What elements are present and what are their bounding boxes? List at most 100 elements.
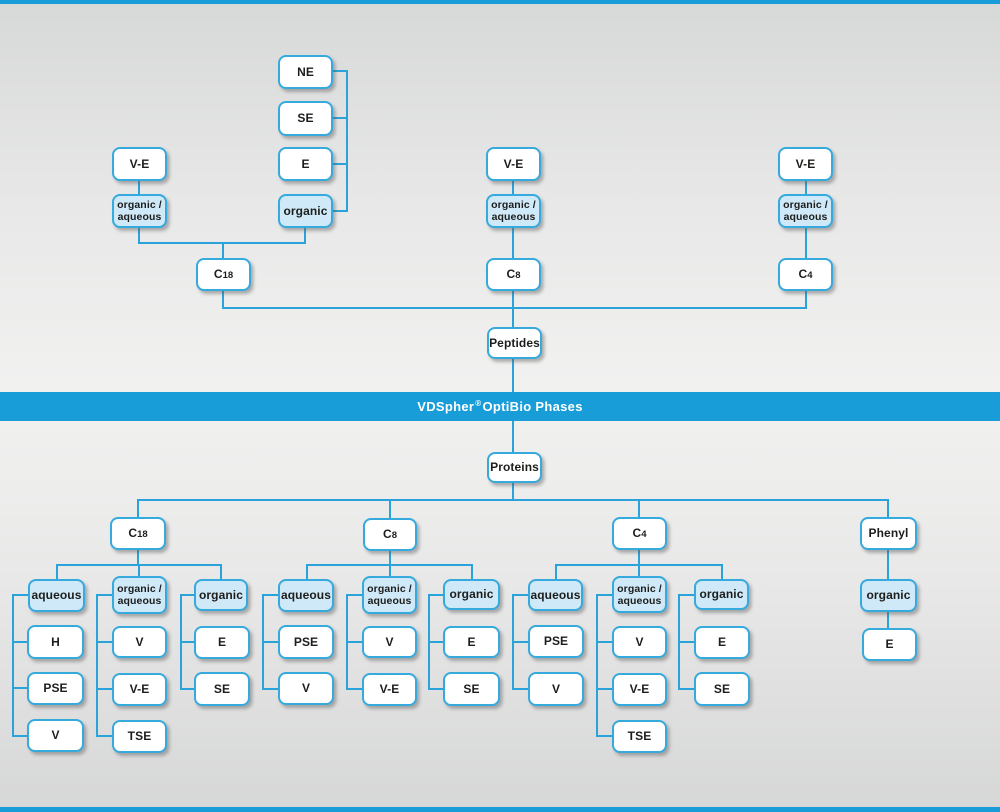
node-pro-c8-pse: PSE: [278, 625, 334, 659]
node-label: aqueous: [31, 588, 82, 602]
node-label: Phenyl: [868, 526, 909, 540]
node-label: organic /: [367, 583, 412, 595]
connector-line: [333, 70, 347, 72]
node-pro-phenyl-organic: organic: [860, 579, 917, 612]
connector-line: [96, 641, 112, 643]
node-label: organic /: [117, 199, 162, 211]
connector-line: [222, 307, 807, 309]
node-label: organic /: [783, 199, 828, 211]
connector-line: [137, 499, 889, 501]
connector-line: [333, 163, 347, 165]
node-label: organic: [449, 587, 494, 601]
connector-line: [333, 117, 347, 119]
connector-line: [471, 564, 473, 580]
connector-line: [138, 564, 140, 577]
connector-line: [220, 564, 222, 580]
node-pro-c18-v: V: [27, 719, 84, 752]
node-label: organic /: [491, 199, 536, 211]
node-pro-c18-oa-ve: V-E: [112, 673, 167, 706]
connector-line: [389, 499, 391, 519]
connector-line: [12, 594, 28, 596]
banner-vdspher-optibio-phases: VDSpher® OptiBio Phases: [0, 392, 1000, 421]
node-pep-c4-orgaq: organic /aqueous: [778, 194, 833, 228]
node-pep-c18-orgaq: organic /aqueous: [112, 194, 167, 228]
connector-line: [512, 359, 514, 392]
connector-line: [12, 735, 27, 737]
connector-line: [304, 227, 306, 244]
node-label: V: [301, 681, 311, 695]
node-label: E: [301, 156, 310, 171]
node-pro-c4-aqueous: aqueous: [528, 579, 583, 611]
connector-line: [12, 641, 27, 643]
connector-line: [596, 735, 612, 737]
node-pro-c18-org-se: SE: [194, 672, 250, 706]
node-label: Proteins: [490, 460, 539, 474]
connector-line: [12, 594, 14, 737]
node-pro-c8-oa-ve: V-E: [362, 673, 417, 706]
connector-line: [138, 227, 140, 244]
node-pro-c4-organic: organic: [694, 579, 749, 610]
connector-line: [512, 227, 514, 258]
connector-line: [512, 641, 528, 643]
connector-line: [138, 180, 140, 195]
node-label: V-E: [503, 156, 524, 171]
node-label-line2: aqueous: [491, 211, 536, 223]
node-label: V: [551, 681, 561, 696]
node-label-subscript: 18: [137, 528, 148, 540]
node-pro-c4-oa-tse: TSE: [612, 720, 667, 753]
node-label-line2: aqueous: [117, 211, 162, 223]
node-label: H: [51, 634, 60, 649]
connector-line: [346, 70, 348, 212]
node-pro-c18-org-e: E: [194, 626, 250, 659]
node-pep-organic: organic: [278, 194, 333, 228]
node-label-subscript: 4: [807, 269, 813, 281]
node-label: C: [798, 266, 808, 281]
connector-line: [262, 688, 278, 690]
connector-line: [137, 549, 139, 566]
node-pro-c8-org-e: E: [443, 626, 500, 658]
connector-line: [596, 594, 612, 596]
node-pep-e: E: [278, 147, 333, 181]
node-label: aqueous: [280, 588, 332, 602]
connector-line: [596, 594, 598, 737]
connector-line: [555, 564, 557, 580]
connector-line: [678, 594, 694, 596]
connector-line: [222, 242, 224, 258]
node-pro-c4-oa-ve: V-E: [612, 673, 667, 706]
node-peptides: Peptides: [487, 327, 542, 359]
connector-line: [262, 641, 278, 643]
connector-line: [638, 564, 640, 577]
node-label: E: [467, 634, 476, 649]
connector-line: [96, 735, 112, 737]
bottom-accent-bar: [0, 807, 1000, 812]
node-label: SE: [297, 111, 314, 125]
node-label-subscript: 8: [515, 269, 521, 281]
node-pro-c4-pse: PSE: [528, 625, 584, 658]
node-pro-c18-oa-tse: TSE: [112, 720, 167, 753]
connector-line: [512, 482, 514, 501]
node-label: aqueous: [530, 587, 581, 602]
node-pro-c8-v: V: [278, 672, 334, 705]
node-pro-c18-orgaq: organic /aqueous: [112, 576, 167, 614]
node-label: NE: [297, 64, 314, 79]
node-label: C: [382, 526, 392, 541]
node-label: organic /: [117, 583, 162, 595]
node-pep-c8-orgaq: organic /aqueous: [486, 194, 541, 228]
connector-line: [96, 594, 98, 737]
node-pro-c4-org-se: SE: [694, 672, 750, 706]
node-pro-c8-org-se: SE: [443, 672, 500, 706]
node-label: Peptides: [489, 335, 540, 350]
node-label: SE: [713, 681, 731, 696]
connector-line: [12, 687, 27, 689]
node-label: C: [128, 525, 138, 540]
node-pro-c8-aqueous: aqueous: [278, 579, 334, 612]
connector-line: [678, 688, 694, 690]
node-label: V-E: [795, 156, 816, 171]
banner-rest: OptiBio Phases: [482, 399, 583, 414]
node-label: organic: [866, 588, 911, 602]
connector-line: [346, 688, 362, 690]
node-pro-c4-org-e: E: [694, 626, 750, 659]
connector-line: [56, 564, 58, 580]
